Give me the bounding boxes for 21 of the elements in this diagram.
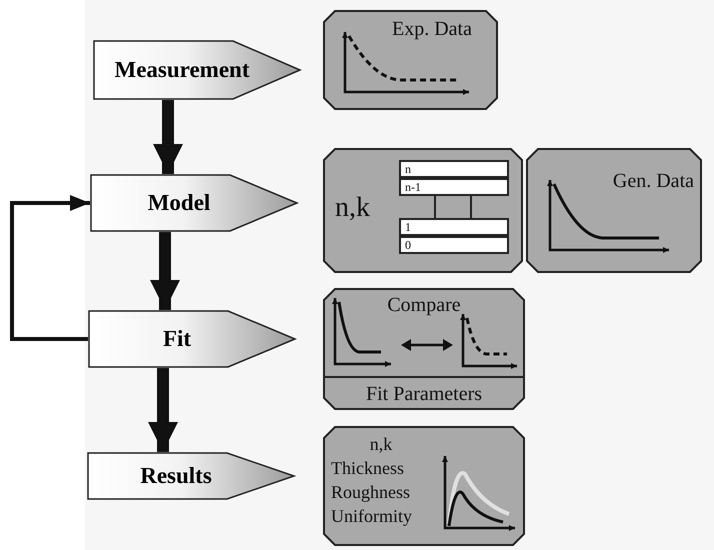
layer-label: 0 bbox=[399, 236, 509, 254]
layer-label: 1 bbox=[399, 218, 509, 236]
arrow bbox=[10, 195, 90, 341]
step-label: Fit bbox=[162, 326, 192, 352]
optical-constants-label: n,k bbox=[335, 192, 370, 224]
layer-label: n-1 bbox=[399, 178, 509, 196]
panel-footer-label: Fit Parameters bbox=[364, 383, 484, 406]
result-item: Thickness bbox=[331, 457, 405, 480]
arrow bbox=[150, 232, 180, 310]
layer-label: n bbox=[399, 160, 509, 178]
step-label: Model bbox=[148, 190, 210, 216]
arrow bbox=[153, 100, 183, 174]
panel-title: Gen. Data bbox=[612, 170, 694, 193]
panel-title: Compare bbox=[386, 294, 462, 317]
step-label: Measurement bbox=[114, 57, 250, 83]
result-item: Roughness bbox=[331, 481, 412, 504]
panel-title: Exp. Data bbox=[392, 18, 472, 41]
result-item: n,k bbox=[368, 433, 394, 456]
step-label: Results bbox=[140, 463, 212, 489]
result-item: Uniformity bbox=[331, 505, 413, 528]
arrow bbox=[148, 368, 178, 452]
